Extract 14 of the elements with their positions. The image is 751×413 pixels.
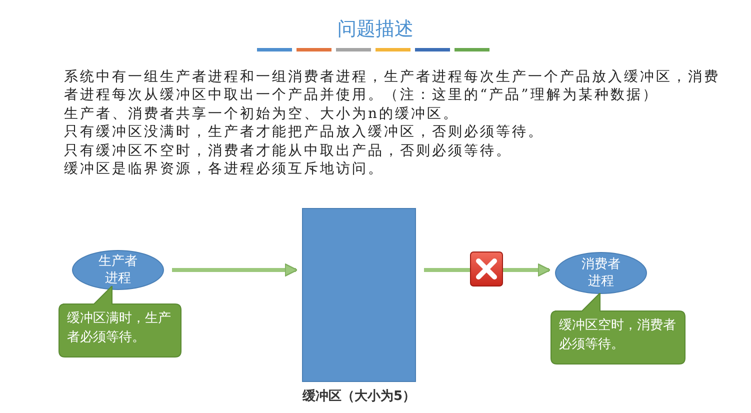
buffer-caption: 缓冲区（大小为5） xyxy=(301,388,417,405)
description-text: 只有缓冲区没满时，生产者才能把产品放入缓冲区，否则必须等待。 xyxy=(64,123,545,142)
process-label: 消费者进程 xyxy=(580,256,622,290)
title: 问题描述 xyxy=(336,17,414,42)
callout-text: 缓冲区空时，消费者必须等待。 xyxy=(559,317,677,354)
speech-callout xyxy=(58,286,182,358)
callout-text: 缓冲区满时，生产者必须等待。 xyxy=(67,310,172,347)
description-text: 只有缓冲区不空时，消费者才能从中取出产品，否则必须等待。 xyxy=(64,142,513,160)
process-label: 生产者进程 xyxy=(98,253,138,287)
buffer-rectangle xyxy=(302,208,416,382)
description-text: 系统中有一组生产者进程和一组消费者进程，生产者进程每次生产一个产品放入缓冲区，消费者进程每次从缓冲区中取出一个产品并使用。（注：这里的“产品”理解为某种数据） xyxy=(64,68,721,105)
speech-callout xyxy=(550,293,686,365)
description-text: 生产者、消费者共享一个初始为空、大小为n的缓冲区。 xyxy=(64,104,460,124)
description-text: 缓冲区是临界资源，各进程必须互斥地访问。 xyxy=(64,160,385,178)
